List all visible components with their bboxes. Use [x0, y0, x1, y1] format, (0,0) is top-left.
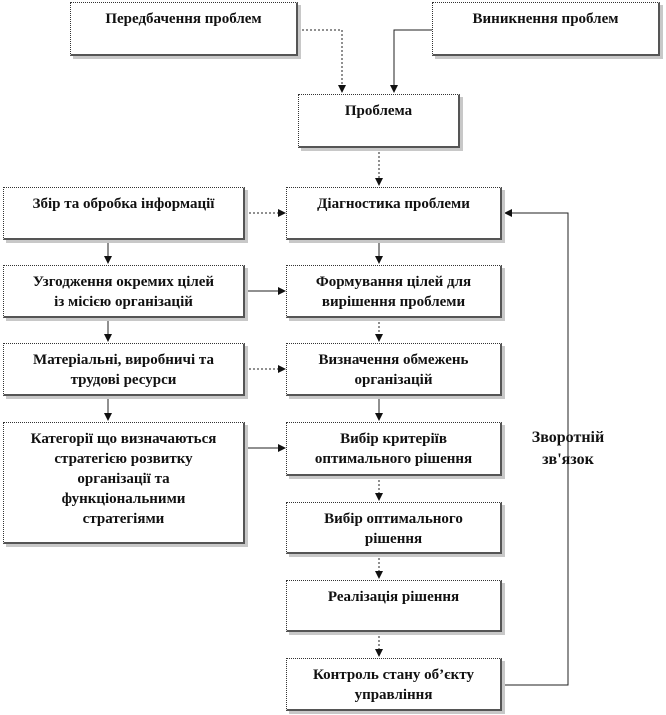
node-mission: Узгодження окремих цілей із місією орган… — [3, 265, 245, 318]
feedback-label: Зворотній зв'язок — [531, 429, 605, 468]
node-choice: Вибір оптимального рішення — [286, 502, 502, 554]
node-emergence: Виникнення проблем — [432, 2, 660, 56]
node-goals: Формування цілей для вирішення проблеми — [286, 265, 502, 318]
node-implementation: Реалізація рішення — [286, 580, 502, 632]
node-forecasting: Передбачення проблем — [70, 2, 298, 56]
node-control: Контроль стану об’єкту управління — [286, 658, 502, 711]
node-diagnostics: Діагностика проблеми — [286, 187, 502, 240]
node-criteria: Вибір критеріїв оптимального рішення — [286, 422, 502, 476]
node-problem: Проблема — [298, 94, 460, 148]
edge-feedback — [502, 209, 569, 686]
node-categories: Категорії що визначаються стратегією роз… — [3, 422, 245, 544]
node-resources: Матеріальні, виробничі та трудові ресурс… — [3, 343, 245, 396]
node-constraints: Визначення обмежень організацій — [286, 343, 502, 396]
edge-emergence-problem — [390, 29, 432, 93]
edge-forecasting-problem — [298, 29, 346, 93]
node-info: Збір та обробка інформації — [3, 187, 245, 240]
